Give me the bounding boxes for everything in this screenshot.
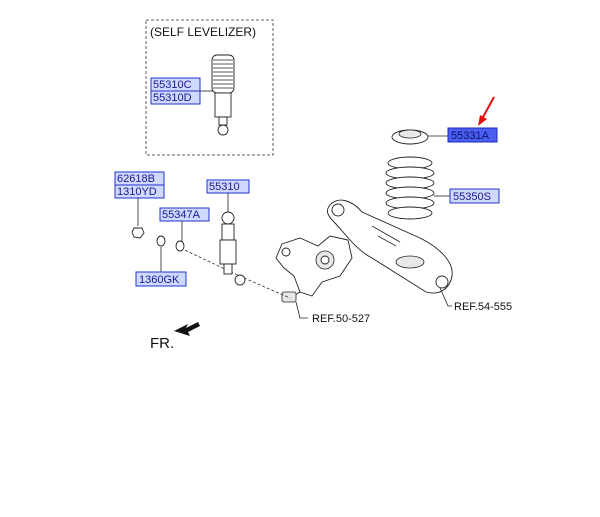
part-label-1360gk[interactable]: 1360GK <box>135 271 187 287</box>
nut-drawing <box>156 235 166 247</box>
washer-drawing <box>175 240 185 252</box>
svg-text:1310YD: 1310YD <box>117 186 157 198</box>
part-label-55310[interactable]: 55310 <box>206 179 250 194</box>
bolt-drawing <box>131 227 145 239</box>
svg-text:55350S: 55350S <box>453 191 491 203</box>
self-levelizer-group-box <box>145 19 274 156</box>
svg-text:62618B: 62618B <box>117 173 155 185</box>
svg-text:55331A: 55331A <box>451 130 490 142</box>
red-pointer-arrow <box>478 96 495 126</box>
front-direction-label: FR. <box>150 335 174 352</box>
part-label-55350s[interactable]: 55350S <box>449 188 500 204</box>
self-levelizer-title: (SELF LEVELIZER) <box>150 25 256 39</box>
ref-label-knuckle[interactable]: REF.50-527 <box>312 313 370 325</box>
svg-text:REF.54-555: REF.54-555 <box>454 301 512 313</box>
knuckle-drawing <box>275 235 353 303</box>
svg-text:55310D: 55310D <box>153 92 192 104</box>
svg-text:55347A: 55347A <box>162 209 201 221</box>
part-label-55347a[interactable]: 55347A <box>159 207 210 222</box>
spring-pad-drawing <box>391 129 429 145</box>
svg-text:55310: 55310 <box>209 181 240 193</box>
self-levelizer-shock-drawing <box>211 54 235 136</box>
part-label-55310d[interactable]: 55310D <box>150 90 201 105</box>
part-label-55331a[interactable]: 55331A <box>447 127 498 143</box>
front-direction-arrow-icon <box>174 322 200 336</box>
svg-text:55310C: 55310C <box>153 79 192 91</box>
svg-text:REF.50-527: REF.50-527 <box>312 313 370 325</box>
part-label-55310c[interactable]: 55310C <box>150 77 201 92</box>
coil-spring-drawing <box>385 156 435 220</box>
lower-arm-drawing <box>326 199 453 294</box>
shock-absorber-drawing <box>219 211 246 286</box>
part-label-62618b[interactable]: 62618B <box>114 171 165 186</box>
part-label-1310yd[interactable]: 1310YD <box>114 184 165 199</box>
svg-text:1360GK: 1360GK <box>139 274 180 286</box>
ref-label-lower-arm[interactable]: REF.54-555 <box>454 301 512 313</box>
